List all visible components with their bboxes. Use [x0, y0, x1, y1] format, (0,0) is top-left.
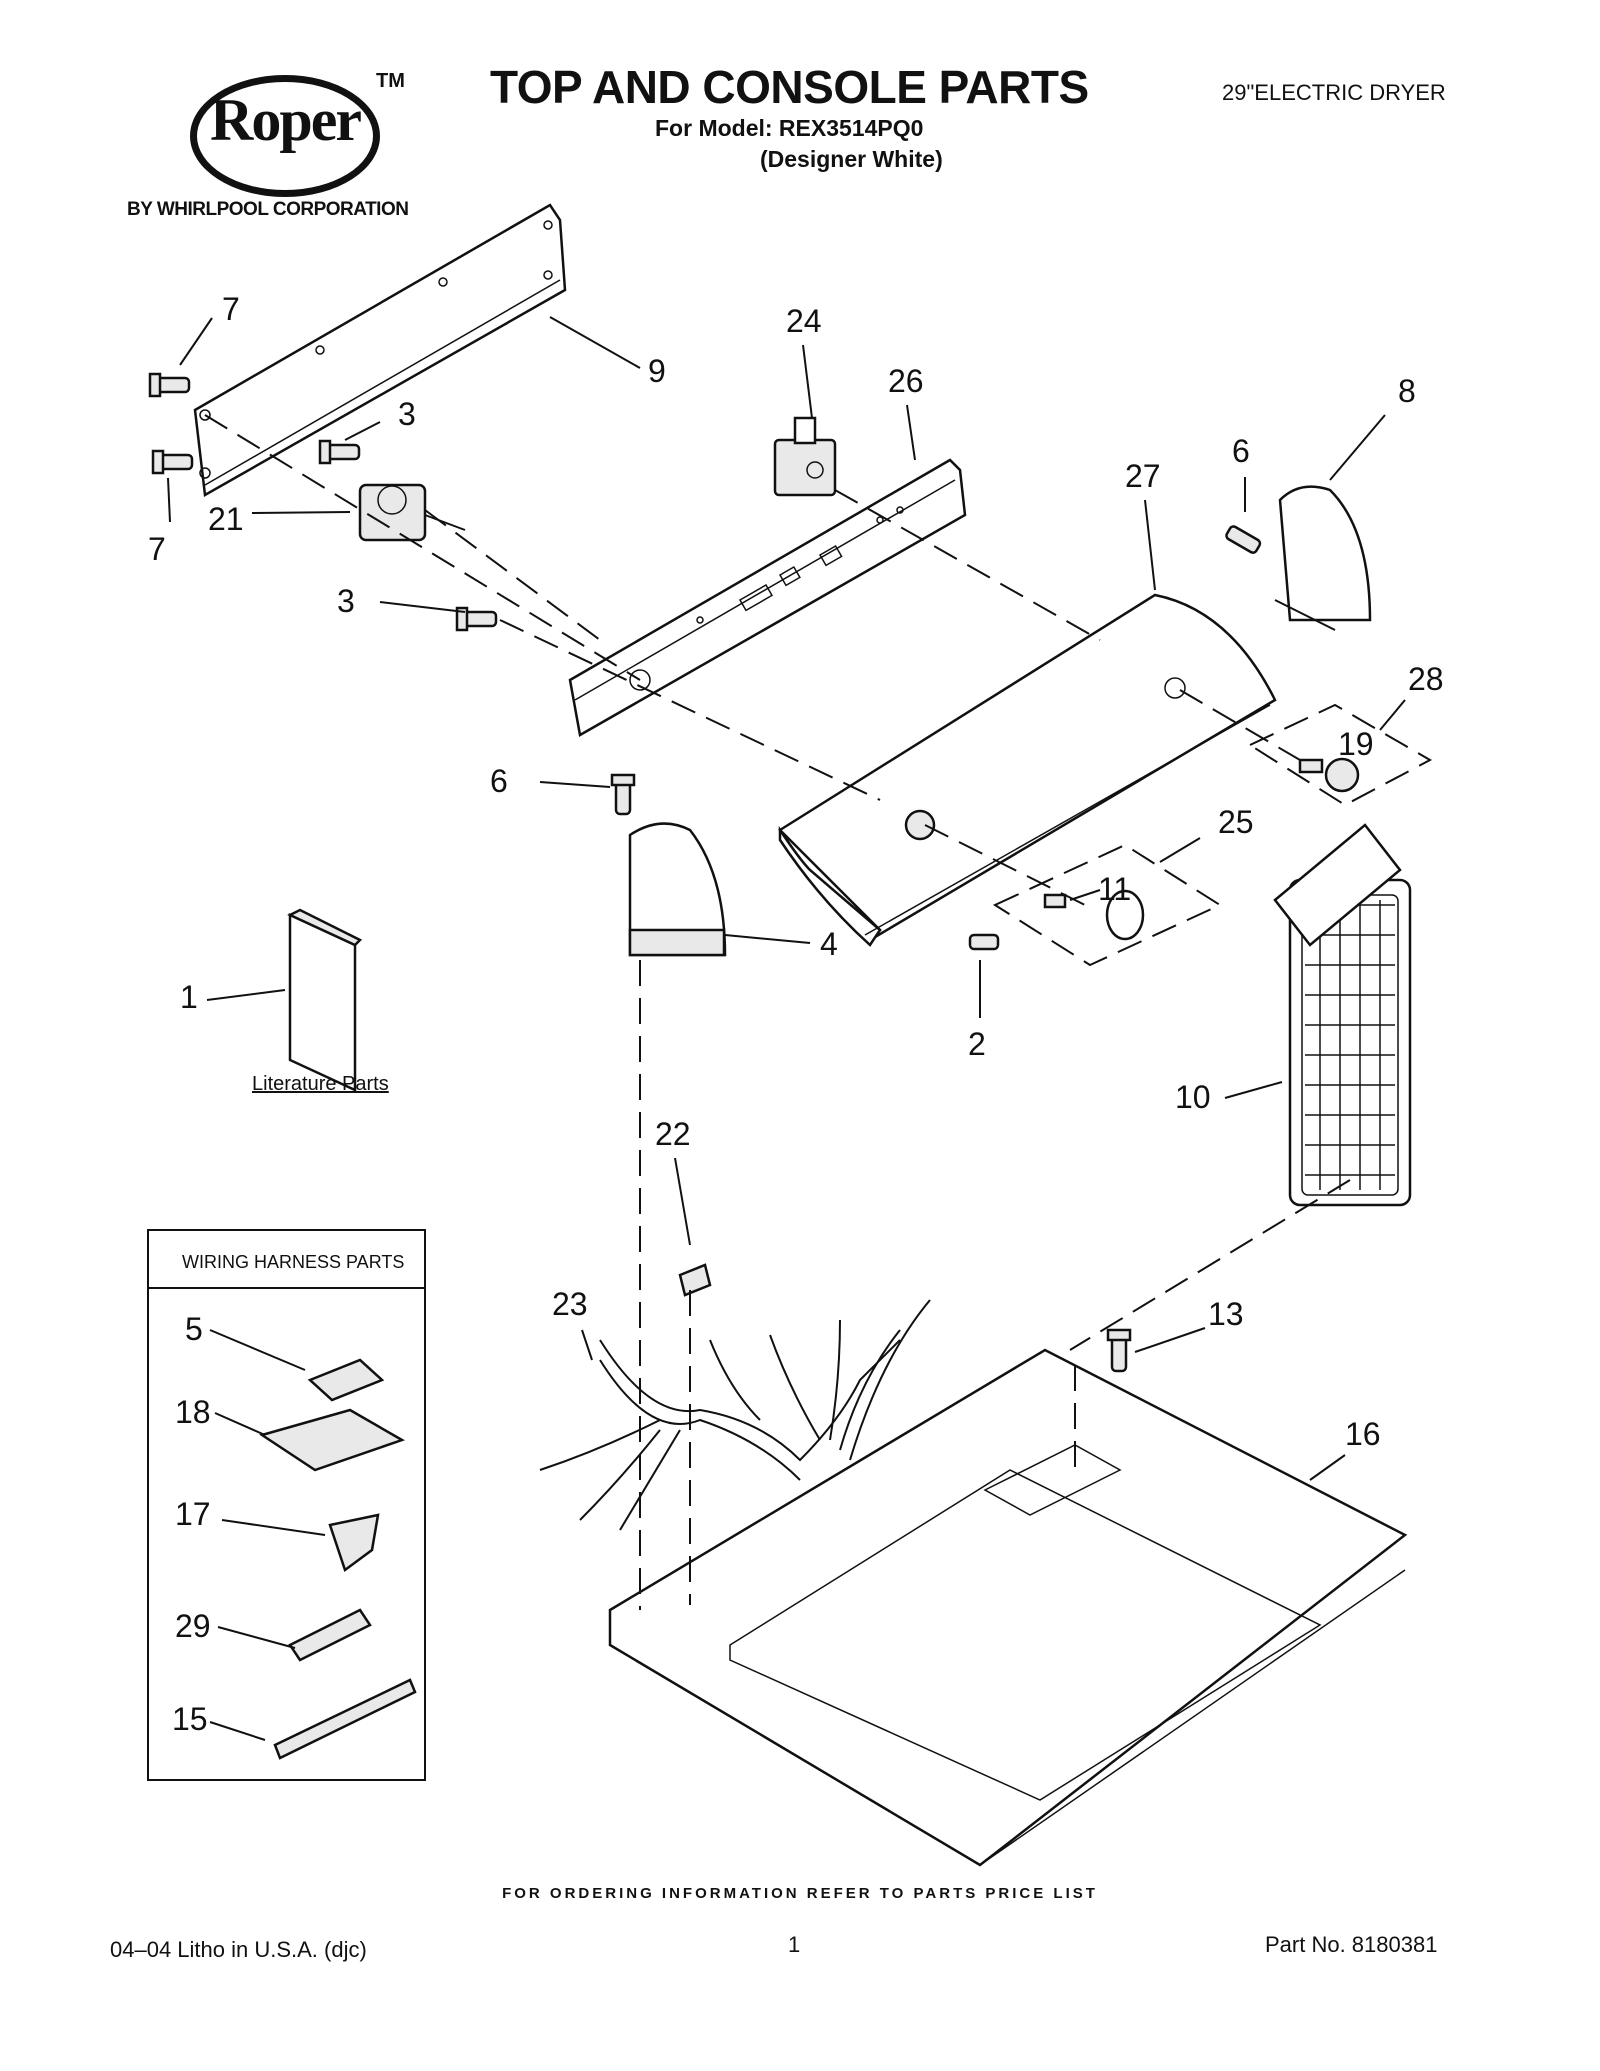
- part-10-lint-screen: [1273, 823, 1412, 1207]
- callout-19: 19: [1338, 726, 1374, 762]
- part-23-wire-harness: [539, 1299, 931, 1531]
- part-15-cable-tie: [273, 1678, 417, 1760]
- callout-7-lower: 7: [148, 531, 166, 567]
- part-7-screw-lower: [151, 449, 194, 475]
- callout-25: 25: [1218, 804, 1254, 840]
- callout-24: 24: [786, 303, 822, 339]
- part-28-knob-kit: [1247, 703, 1433, 807]
- callout-16: 16: [1345, 1416, 1381, 1452]
- callout-17: 17: [175, 1496, 211, 1532]
- callout-4: 4: [820, 926, 838, 962]
- part-26-console-rail: [568, 458, 967, 737]
- brand-logo-oval: [190, 75, 380, 197]
- litho-info: 04–04 Litho in U.S.A. (djc): [110, 1937, 367, 1962]
- leader-lines: [167, 316, 1406, 1741]
- callout-26: 26: [888, 363, 924, 399]
- part-16-top-panel: [608, 1348, 1408, 1867]
- wiring-harness-title: WIRING HARNESS PARTS: [182, 1252, 404, 1272]
- page-number: 1: [788, 1932, 801, 1957]
- part-6-screw-left: [610, 773, 636, 816]
- callout-5: 5: [185, 1311, 203, 1347]
- trademark-mark: TM: [376, 70, 405, 92]
- model-number: For Model: REX3514PQ0: [655, 115, 924, 141]
- part-number: Part No. 8180381: [1265, 1932, 1438, 1957]
- callout-3-upper: 3: [398, 396, 416, 432]
- callout-18: 18: [175, 1394, 211, 1430]
- callout-11: 11: [1098, 871, 1131, 907]
- model-variant: (Designer White): [760, 146, 943, 172]
- part-13-screw: [1106, 1328, 1132, 1373]
- brand-tagline: BY WHIRLPOOL CORPORATION: [127, 199, 409, 220]
- part-25-knob-kit: [992, 843, 1223, 967]
- part-27-console: [778, 593, 1277, 947]
- page-title: TOP AND CONSOLE PARTS: [490, 61, 1089, 113]
- callout-1: 1: [180, 979, 198, 1015]
- callout-29: 29: [175, 1608, 211, 1644]
- alignment-lines: [204, 414, 1351, 1610]
- callout-23: 23: [552, 1286, 588, 1322]
- callout-7-upper: 7: [222, 291, 240, 327]
- part-1-literature: [287, 908, 363, 1092]
- callout-numbers: 7 7 9 3 21 3 24 26 27 6 8 28 19 6 25 11 …: [148, 291, 1444, 1737]
- part-2-screw: [968, 933, 1000, 951]
- part-3-screw-upper: [318, 439, 361, 465]
- ordering-note: FOR ORDERING INFORMATION REFER TO PARTS …: [502, 1885, 1098, 1902]
- wiring-harness-parts-box: WIRING HARNESS PARTS: [147, 1229, 426, 1781]
- callout-10: 10: [1175, 1079, 1211, 1115]
- part-3-screw-lower: [455, 606, 498, 632]
- callout-9: 9: [648, 353, 666, 389]
- callout-2: 2: [968, 1026, 986, 1062]
- callout-27: 27: [1125, 458, 1161, 494]
- part-9-rear-panel: [193, 203, 567, 498]
- part-6-screw-right: [1225, 525, 1262, 554]
- part-24-switch: [773, 416, 837, 497]
- part-8-right-end-cap: [1274, 485, 1372, 631]
- part-29-terminal: [288, 1608, 372, 1662]
- callout-22: 22: [655, 1116, 691, 1152]
- part-18-connector-housing: [259, 1408, 406, 1472]
- callout-28: 28: [1408, 661, 1444, 697]
- part-4-left-end-cap: [628, 822, 727, 957]
- callout-21: 21: [208, 501, 244, 537]
- part-5-connector: [307, 1358, 385, 1402]
- literature-parts-label: Literature Parts: [252, 1073, 389, 1095]
- part-22-clip: [678, 1263, 712, 1297]
- callout-3-lower: 3: [337, 583, 355, 619]
- callout-8: 8: [1398, 373, 1416, 409]
- part-17-clip: [328, 1513, 380, 1573]
- callout-6-right: 6: [1232, 433, 1250, 469]
- product-type: 29"ELECTRIC DRYER: [1222, 80, 1446, 105]
- callout-6-left: 6: [490, 763, 508, 799]
- part-7-screw-upper: [148, 372, 191, 398]
- part-21-timer: [358, 483, 466, 542]
- callout-13: 13: [1208, 1296, 1244, 1332]
- brand-logo-text: Roper: [210, 87, 362, 153]
- callout-15: 15: [172, 1701, 208, 1737]
